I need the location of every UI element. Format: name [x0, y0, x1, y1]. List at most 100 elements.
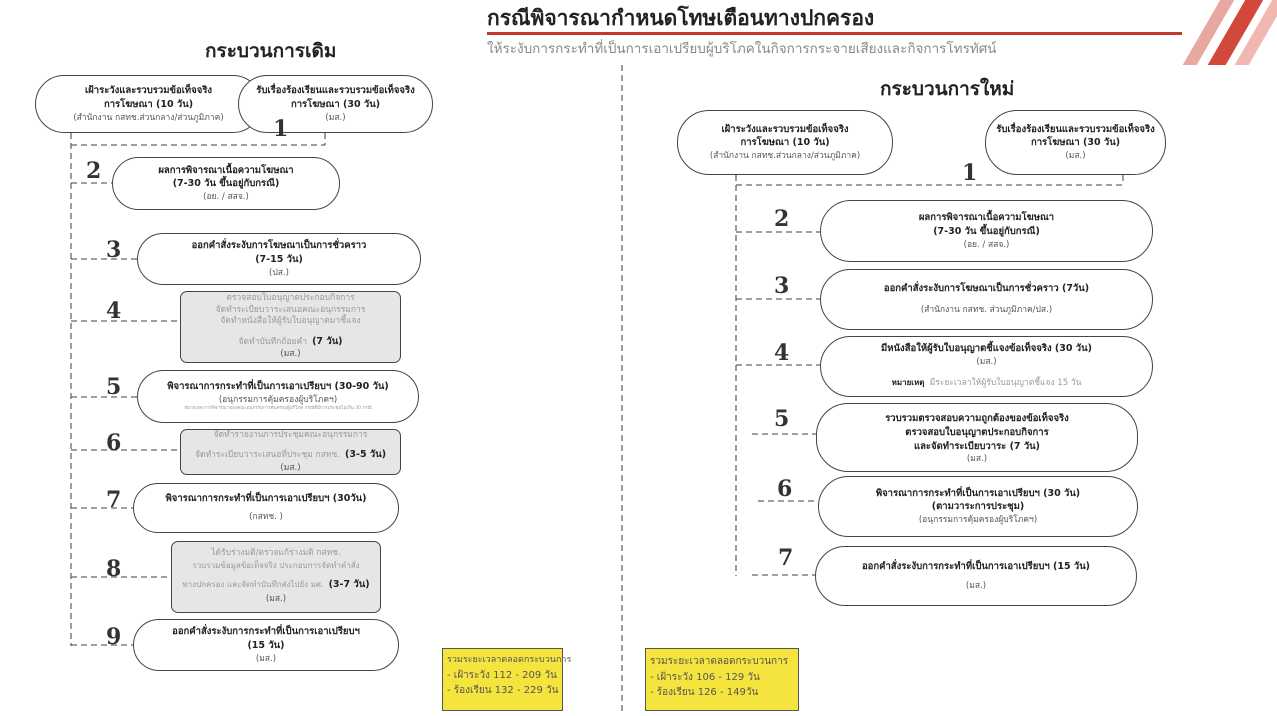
old-step-2: ผลการพิจารณาเนื้อความโฆษณา (7-30 วัน ขึ้… — [112, 157, 340, 210]
step-duration: (7-30 วัน ขึ้นอยู่กับกรณี) — [933, 225, 1040, 237]
step-line: จัดทำระเบียบวาระเสนอคณะอนุกรรมการ — [215, 304, 366, 315]
step-agency: (อย. / สสจ.) — [203, 192, 249, 203]
new-step-1-monitoring: เฝ้าระวังและรวบรวมข้อเท็จจริง การโฆษณา (… — [677, 110, 893, 175]
step-heading: ออกคำสั่งระงับการกระทำที่เป็นการเอาเปรีย… — [172, 626, 360, 638]
step-agency: (สำนักงาน กสทช.ส่วนกลาง/ส่วนภูมิภาค) — [73, 112, 224, 123]
step-duration: การโฆษณา (30 วัน) — [1030, 137, 1121, 149]
step-duration: (7-30 วัน ขึ้นอยู่กับกรณี) — [172, 178, 280, 190]
step-number: 9 — [106, 624, 122, 650]
step-number: 5 — [106, 374, 122, 400]
step-duration: (3-7 วัน) — [328, 579, 370, 591]
step-number: 1 — [962, 160, 978, 186]
step-agency: (มส.) — [255, 653, 277, 664]
step-agency: (สำนักงาน กสทช.ส่วนกลาง/ส่วนภูมิภาค) — [709, 151, 861, 162]
summary-complaint: - ร้องเรียน 132 - 229 วัน — [447, 685, 559, 697]
page-title: กรณีพิจารณากำหนดโทษเตือนทางปกครอง — [487, 6, 875, 30]
step-duration: (7 วัน) — [312, 335, 343, 347]
step-agency: (มส.) — [1065, 151, 1086, 162]
step-number: 3 — [106, 237, 122, 263]
new-step-6: พิจารณาการกระทำที่เป็นการเอาเปรียบฯ (30 … — [818, 476, 1138, 537]
summary-title: รวมระยะเวลาตลอดกระบวนการ — [650, 656, 789, 667]
old-step-6: จัดทำรายงานการประชุมคณะอนุกรรมการ จัดทำร… — [180, 429, 401, 475]
step-heading: (ตามวาระการประชุม) — [931, 501, 1025, 513]
step-heading: พิจารณาการกระทำที่เป็นการเอาเปรียบฯ (30 … — [875, 487, 1081, 499]
step-heading: พิจารณาการกระทำที่เป็นการเอาเปรียบฯ (30-… — [167, 381, 389, 393]
page-subtitle: ให้ระงับการกระทำที่เป็นการเอาเปรียบผู้บร… — [487, 41, 997, 57]
step-heading: มีหนังสือให้ผู้รับใบอนุญาตชี้แจงข้อเท็จจ… — [881, 342, 1092, 354]
step-agency: (กสทช. ) — [249, 512, 283, 523]
step-number: 8 — [106, 556, 122, 582]
step-line: ตรวจสอบใบอนุญาตประกอบกิจการ — [226, 293, 355, 304]
summary-title: รวมระยะเวลาตลอดกระบวนการ — [447, 655, 572, 665]
summary-monitoring: - เฝ้าระวัง 106 - 129 วัน — [650, 671, 760, 683]
step-heading: ออกคำสั่งระงับการโฆษณาเป็นการชั่วคราว — [191, 240, 367, 252]
step-heading: รับเรื่องร้องเรียนและรวบรวมข้อเท็จจริง — [996, 123, 1155, 135]
step-agency: (มส.) — [265, 593, 287, 604]
step-line: จัดทำหนังสือให้ผู้รับใบอนุญาตมาชี้แจง — [220, 316, 361, 327]
old-process-title: กระบวนการเดิม — [205, 40, 337, 62]
step-heading: ออกคำสั่งระงับการโฆษณาเป็นการชั่วคราว (7… — [883, 283, 1090, 295]
step-line: จัดทำบันทึกถ้อยคำ — [238, 336, 307, 347]
step-heading: ผลการพิจารณาเนื้อความโฆษณา — [918, 212, 1055, 224]
step-line: ทางปกครอง และจัดทำบันทึกส่งไปยัง มศ. — [182, 580, 324, 590]
new-step-3: ออกคำสั่งระงับการโฆษณาเป็นการชั่วคราว (7… — [820, 269, 1153, 330]
step-agency: (อนุกรรมการคุ้มครองผู้บริโภคฯ) — [218, 394, 338, 405]
new-total-duration-note: รวมระยะเวลาตลอดกระบวนการ - เฝ้าระวัง 106… — [645, 648, 799, 711]
new-step-1-complaint: รับเรื่องร้องเรียนและรวบรวมข้อเท็จจริง ก… — [985, 110, 1166, 175]
step-heading: รวบรวมตรวจสอบความถูกต้องของข้อเท็จจริง — [885, 412, 1069, 424]
step-number: 4 — [106, 298, 122, 324]
step-note: หมายเหตุ การพิจารณาของคณะอนุกรรมการคุ้มค… — [184, 406, 372, 412]
logo-stripes — [1180, 0, 1277, 65]
step-line: รวบรวมข้อมูลข้อเท็จจริง ประกอบการจัดทำคำ… — [192, 561, 360, 571]
step-agency: (มส.) — [325, 112, 346, 123]
step-number: 6 — [777, 476, 793, 502]
summary-complaint: - ร้องเรียน 126 - 149วัน — [650, 687, 759, 698]
step-heading: เฝ้าระวังและรวบรวมข้อเท็จจริง — [721, 123, 849, 135]
step-line: จัดทำระเบียบวาระเสนอที่ประชุม กสทช. — [194, 450, 340, 461]
step-line: ได้รับร่างมติ/ตรวจแก้ร่างมติ กสทช. — [211, 548, 341, 559]
step-heading: เฝ้าระวังและรวบรวมข้อเท็จจริง — [84, 85, 213, 97]
step-agency: (มส.) — [280, 462, 301, 473]
step-number: 6 — [106, 430, 122, 456]
step-number: 4 — [774, 340, 790, 366]
step-duration: การโฆษณา (10 วัน) — [740, 137, 830, 149]
step-heading: ตรวจสอบใบอนุญาตประกอบกิจการ — [905, 427, 1049, 439]
step-line: จัดทำรายงานการประชุมคณะอนุกรรมการ — [213, 429, 368, 440]
step-duration: และจัดทำระเบียบวาระ (7 วัน) — [913, 441, 1041, 453]
title-underline — [487, 32, 1182, 35]
step-agency: (มส.) — [976, 356, 997, 367]
step-agency: (สำนักงาน กสทช. ส่วนภูมิภาค/ปส.) — [920, 305, 1053, 316]
step-agency: (อย. / สสจ.) — [963, 239, 1010, 250]
step-duration: (15 วัน) — [247, 639, 285, 651]
old-step-7: พิจารณาการกระทำที่เป็นการเอาเปรียบฯ (30ว… — [133, 483, 399, 533]
step-agency: (ปส.) — [269, 267, 289, 278]
step-agency: (มส.) — [965, 580, 987, 591]
old-step-9: ออกคำสั่งระงับการกระทำที่เป็นการเอาเปรีย… — [133, 619, 399, 671]
old-total-duration-note: รวมระยะเวลาตลอดกระบวนการ - เฝ้าระวัง 112… — [442, 648, 572, 711]
step-heading: พิจารณาการกระทำที่เป็นการเอาเปรียบฯ (30ว… — [165, 493, 367, 505]
step-duration: การโฆษณา (30 วัน) — [290, 98, 381, 110]
step-note: มีระยะเวลาให้ผู้รับใบอนุญาตชี้แจง 15 วัน — [929, 377, 1082, 388]
step-duration: (3-5 วัน) — [345, 449, 387, 461]
step-heading: ออกคำสั่งระงับการกระทำที่เป็นการเอาเปรีย… — [861, 560, 1091, 572]
step-duration: การโฆษณา (10 วัน) — [103, 98, 194, 110]
step-number: 5 — [774, 406, 790, 432]
old-step-3: ออกคำสั่งระงับการโฆษณาเป็นการชั่วคราว (7… — [137, 233, 421, 285]
step-agency: (มส.) — [280, 349, 301, 360]
old-step-4: ตรวจสอบใบอนุญาตประกอบกิจการ จัดทำระเบียบ… — [180, 291, 401, 363]
step-duration: (7-15 วัน) — [255, 253, 303, 265]
step-agency: (มส.) — [966, 453, 988, 464]
step-heading: รับเรื่องร้องเรียนและรวบรวมข้อเท็จจริง — [256, 85, 415, 97]
step-number: 2 — [774, 206, 790, 232]
new-step-4: มีหนังสือให้ผู้รับใบอนุญาตชี้แจงข้อเท็จจ… — [820, 336, 1153, 397]
new-step-2: ผลการพิจารณาเนื้อความโฆษณา (7-30 วัน ขึ้… — [820, 200, 1153, 262]
new-step-7: ออกคำสั่งระงับการกระทำที่เป็นการเอาเปรีย… — [815, 546, 1137, 606]
step-number: 2 — [86, 158, 102, 184]
old-step-5: พิจารณาการกระทำที่เป็นการเอาเปรียบฯ (30-… — [137, 370, 419, 423]
step-heading: ผลการพิจารณาเนื้อความโฆษณา — [158, 164, 294, 176]
old-step-8: ได้รับร่างมติ/ตรวจแก้ร่างมติ กสทช. รวบรว… — [171, 541, 381, 613]
old-step-1-complaint: รับเรื่องร้องเรียนและรวบรวมข้อเท็จจริง ก… — [238, 75, 433, 133]
summary-monitoring: - เฝ้าระวัง 112 - 209 วัน — [447, 669, 557, 681]
old-step-1-monitoring: เฝ้าระวังและรวบรวมข้อเท็จจริง การโฆษณา (… — [35, 75, 262, 133]
